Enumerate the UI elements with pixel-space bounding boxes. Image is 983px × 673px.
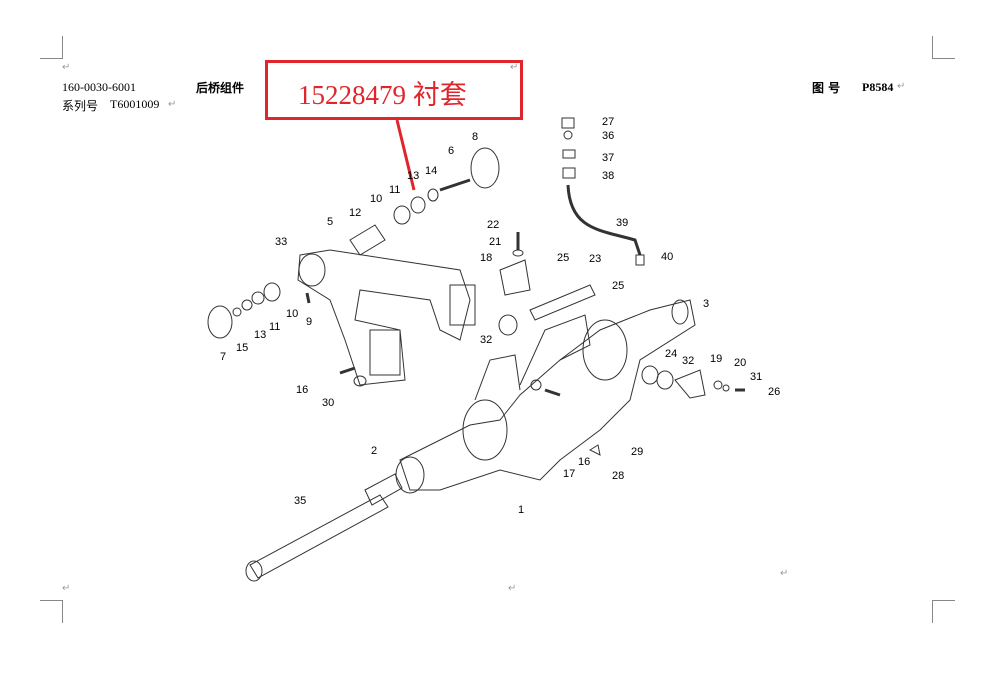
part-label: 13	[254, 329, 266, 341]
part-label: 26	[768, 386, 780, 398]
axle-shaft	[245, 473, 403, 582]
paragraph-mark: ↵	[897, 81, 906, 92]
part-label: 24	[665, 348, 677, 360]
part-label: 23	[589, 253, 601, 265]
part-label: 10	[286, 308, 298, 320]
paragraph-mark: ↵	[168, 99, 177, 110]
drawing-label: 图 号	[812, 81, 841, 95]
part-label: 33	[275, 236, 287, 248]
part-callout-box: 15228479 衬套	[265, 60, 523, 120]
part-label: 6	[448, 145, 454, 157]
part-label: 39	[616, 217, 628, 229]
part-number-labels: 27 36 37 38 39 40 8 6 14 13 11 10 12 5 3…	[220, 116, 780, 516]
part-label: 1	[518, 504, 524, 516]
trailing-arm	[297, 249, 476, 386]
hose-fittings	[561, 117, 645, 266]
part-label: 35	[294, 495, 306, 507]
part-label: 12	[349, 207, 361, 219]
series-value: T6001009	[110, 97, 160, 111]
link-plate	[529, 284, 596, 321]
paragraph-mark: ↵	[510, 62, 519, 73]
part-label: 20	[734, 357, 746, 369]
part-label: 5	[327, 216, 333, 228]
part-label: 3	[703, 298, 709, 310]
paragraph-mark: ↵	[780, 568, 789, 579]
part-label: 32	[480, 334, 492, 346]
part-label: 25	[612, 280, 624, 292]
part-label: 31	[750, 371, 762, 383]
part-label: 16	[296, 384, 308, 396]
axle-housing	[395, 299, 696, 494]
part-label: 17	[563, 468, 575, 480]
paragraph-mark: ↵	[62, 62, 71, 73]
crop-mark-bottom-right	[932, 600, 955, 623]
part-label: 22	[487, 219, 499, 231]
part-label: 40	[661, 251, 673, 263]
callout-pointer	[395, 119, 416, 191]
part-label: 14	[425, 165, 437, 177]
part-label: 30	[322, 397, 334, 409]
callout-text: 15228479 衬套	[298, 80, 467, 110]
part-label: 21	[489, 236, 501, 248]
paragraph-mark: ↵	[62, 583, 71, 594]
part-label: 32	[682, 355, 694, 367]
part-label: 11	[269, 321, 280, 333]
part-label: 28	[612, 470, 624, 482]
crop-mark-top-right	[932, 36, 955, 59]
drawing-number: P8584	[862, 80, 894, 94]
part-label: 37	[602, 152, 614, 164]
part-label: 9	[306, 316, 312, 328]
part-label: 10	[370, 193, 382, 205]
part-label: 36	[602, 130, 614, 142]
bracket	[499, 259, 531, 296]
part-label: 7	[220, 351, 226, 363]
bushings-and-washers	[207, 147, 745, 456]
part-label: 15	[236, 342, 248, 354]
brake-hose	[566, 184, 642, 256]
crop-mark-bottom-left	[40, 600, 63, 623]
part-label: 25	[557, 252, 569, 264]
series-label: 系列号	[62, 99, 99, 113]
part-label: 19	[710, 353, 722, 365]
part-label: 13	[407, 170, 419, 182]
part-label: 29	[631, 446, 643, 458]
assembly-name: 后桥组件	[196, 81, 245, 95]
part-label: 38	[602, 170, 614, 182]
paragraph-mark: ↵	[508, 583, 517, 594]
part-label: 8	[472, 131, 478, 143]
part-label: 16	[578, 456, 590, 468]
part-code: 160-0030-6001	[62, 80, 136, 94]
crop-mark-top-left	[40, 36, 63, 59]
part-label: 2	[371, 445, 377, 457]
part-label: 18	[480, 252, 492, 264]
part-label: 27	[602, 116, 614, 128]
part-label: 11	[389, 184, 400, 196]
